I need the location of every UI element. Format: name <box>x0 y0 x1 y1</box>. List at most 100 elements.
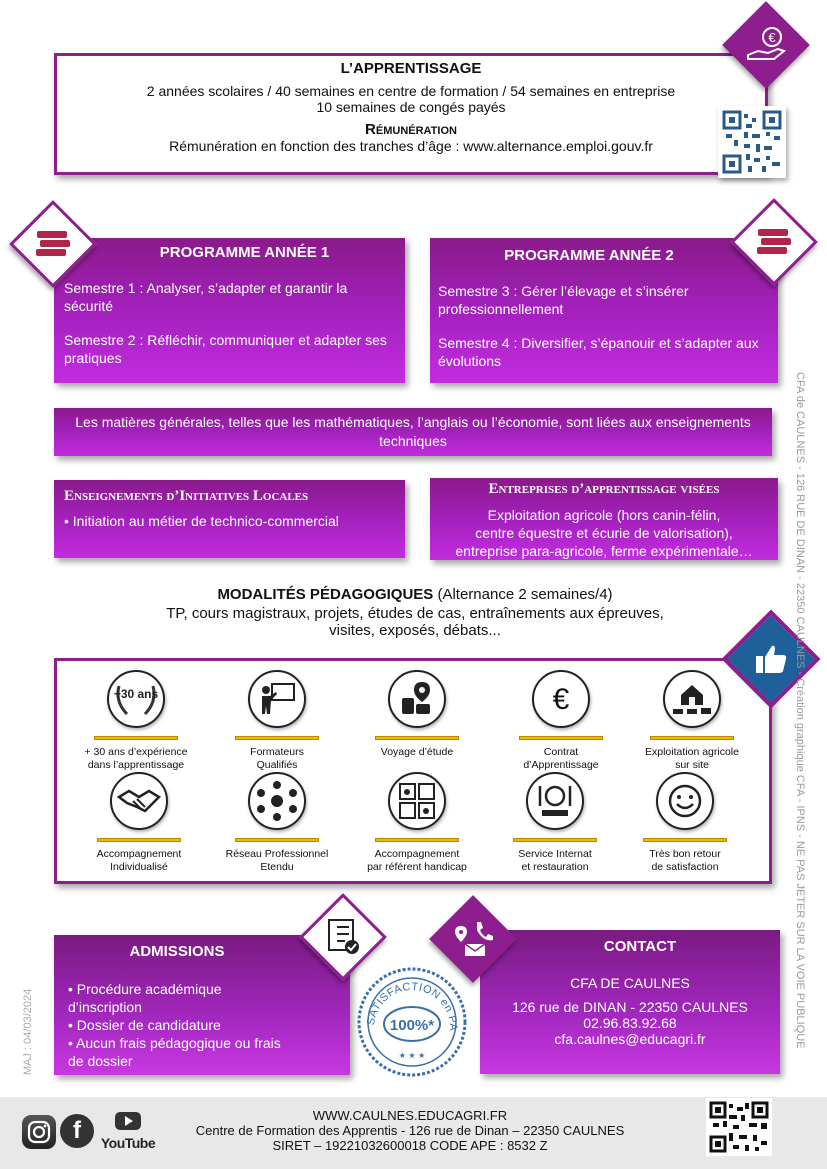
feature-reseau: Réseau Professionnel Etendu <box>212 772 342 874</box>
initiatives-item: • Initiation au métier de technico-comme… <box>64 513 339 529</box>
euro-symbol: € <box>552 682 570 716</box>
qr-code-footer[interactable] <box>706 1098 772 1156</box>
maj-text: MAJ : 04/03/2024 <box>22 988 34 1075</box>
entreprises-title: Entreprises d’apprentissage visées <box>488 481 720 497</box>
satisfaction-seal: SATISFACTION en PA en 2024 100%* ★ ★ ★ <box>353 957 468 1078</box>
thumbs-up-icon <box>740 628 802 690</box>
feature-label: Accompagnement <box>374 848 460 860</box>
feature-label: Etendu <box>260 861 294 873</box>
handshake-icon <box>110 772 168 830</box>
feature-satisfaction: Très bon retour de satisfaction <box>620 772 750 874</box>
entreprises-text-3: entreprise para-agricole, ferme expérime… <box>455 543 753 559</box>
farm-icon <box>663 670 721 728</box>
feature-label: de satisfaction <box>651 861 719 873</box>
entreprises-text-1: Exploitation agricole (hors canin-félin, <box>487 507 721 523</box>
apprentissage-line1: 2 années scolaires / 40 semaines en cent… <box>146 83 676 99</box>
contact-name: CFA DE CAULNES <box>570 975 690 991</box>
modalites-line2: visites, exposés, débats... <box>329 622 501 639</box>
feature-label: Exploitation agricole <box>645 746 739 758</box>
apprentissage-title: L’APPRENTISSAGE <box>340 60 482 77</box>
feature-formateurs: Formateurs Qualifiés <box>212 670 342 772</box>
programme-2-title: PROGRAMME ANNÉE 2 <box>504 247 674 264</box>
modalites-title: MODALITÉS PÉDAGOGIQUES <box>217 586 434 603</box>
modalites-line1: TP, cours magistraux, projets, études de… <box>166 605 664 622</box>
programme-annee-2: PROGRAMME ANNÉE 2 Semestre 3 : Gérer l’é… <box>430 238 778 383</box>
admissions-box: ADMISSIONS • Procédure académique d’insc… <box>54 935 350 1075</box>
programme-annee-1: PROGRAMME ANNÉE 1 Semestre 1 : Analyser,… <box>54 238 405 383</box>
qr-code-top[interactable] <box>718 106 786 178</box>
matieres-generales: Les matières générales, telles que les m… <box>54 408 772 456</box>
euro-icon: € <box>532 670 590 728</box>
programme-1-title: PROGRAMME ANNÉE 1 <box>159 244 330 261</box>
feature-label: Voyage d’étude <box>380 746 454 758</box>
feature-badge-30: +30 ans <box>114 687 159 701</box>
programme-2-semestre-4: Semestre 4 : Diversifier, s’épanouir et … <box>438 335 759 369</box>
apprentissage-box: L’APPRENTISSAGE 2 années scolaires / 40 … <box>54 53 768 175</box>
feature-contrat: € Contrat d’Apprentissage <box>496 670 626 772</box>
youtube-icon[interactable]: YouTube <box>100 1112 156 1154</box>
books-icon <box>22 213 84 275</box>
smiley-icon <box>656 772 714 830</box>
apprentissage-line2: 10 semaines de congés payés <box>316 99 506 115</box>
feature-experience: +30 ans + 30 ans d’expérience dans l’app… <box>71 670 201 772</box>
admissions-item3a: • Aucun frais pédagogique ou frais <box>68 1035 281 1051</box>
feature-label: Qualifiés <box>256 759 298 771</box>
modalites-subtitle: (Alternance 2 semaines/4) <box>437 586 613 603</box>
admissions-item1b: d’inscription <box>68 999 142 1015</box>
maj-date: MAJ : 04/03/2024 <box>22 945 38 1075</box>
footer-line2: Centre de Formation des Apprentis - 126 … <box>195 1123 625 1138</box>
feature-label: sur site <box>675 759 709 771</box>
admissions-item3b: de dossier <box>68 1053 133 1069</box>
matieres-text: Les matières générales, telles que les m… <box>75 414 751 449</box>
svg-text:€: € <box>768 30 776 45</box>
luggage-location-icon <box>388 670 446 728</box>
feature-label: Accompagnement <box>96 848 182 860</box>
feature-handicap: Accompagnement par référent handicap <box>352 772 482 874</box>
remuneration-text: Rémunération en fonction des tranches d’… <box>169 138 653 154</box>
feature-label: et restauration <box>521 861 589 873</box>
instagram-icon[interactable] <box>22 1115 56 1149</box>
admissions-item2: • Dossier de candidature <box>68 1017 221 1033</box>
dining-bed-icon <box>526 772 584 830</box>
admissions-title: ADMISSIONS <box>129 943 225 960</box>
feature-label: Réseau Professionnel <box>225 848 329 860</box>
accessibility-icon <box>388 772 446 830</box>
laurel-30-years-icon: +30 ans <box>107 670 165 728</box>
feature-label: Très bon retour <box>649 848 721 860</box>
teacher-board-icon <box>248 670 306 728</box>
footer-line3: SIRET – 19221032600018 CODE APE : 8532 Z <box>272 1138 548 1153</box>
footer-bar <box>0 1097 827 1169</box>
feature-label: Individualisé <box>110 861 168 873</box>
feature-voyage: Voyage d’étude <box>352 670 482 759</box>
feature-label: par référent handicap <box>367 861 467 873</box>
feature-label: + 30 ans d’expérience <box>84 746 188 758</box>
feature-label: dans l’apprentissage <box>87 759 185 771</box>
facebook-icon[interactable]: f <box>60 1114 94 1148</box>
footer-website[interactable]: WWW.CAULNES.EDUCAGRI.FR <box>312 1108 508 1123</box>
phone-mail-location-icon <box>442 908 504 970</box>
initiatives-locales: Enseignements d’Initiatives Locales • In… <box>54 480 405 558</box>
feature-label: d’Apprentissage <box>523 759 599 771</box>
contact-phone[interactable]: 02.96.83.92.68 <box>583 1015 677 1031</box>
programme-2-semestre-3: Semestre 3 : Gérer l’élevage et s’insére… <box>438 283 689 317</box>
feature-internat: Service Internat et restauration <box>490 772 620 874</box>
programme-1-semestre-2: Semestre 2 : Réfléchir, communiquer et a… <box>64 332 387 366</box>
contact-address: 126 rue de DINAN - 22350 CAULNES <box>512 999 748 1015</box>
feature-label: Formateurs <box>250 746 304 758</box>
books-icon <box>743 211 805 273</box>
contact-title: CONTACT <box>603 938 677 955</box>
side-text: CFA de CAULNES - 126 RUE DE DINAN - 2235… <box>794 372 806 1049</box>
checklist-icon <box>312 906 374 968</box>
youtube-label: YouTube <box>100 1135 156 1151</box>
seal-stars: ★ ★ ★ <box>399 1051 426 1060</box>
entreprises-text-2: centre équestre et écurie de valorisatio… <box>475 525 733 541</box>
contact-email[interactable]: cfa.caulnes@educagri.fr <box>554 1031 706 1047</box>
contact-box: CONTACT CFA DE CAULNES 126 rue de DINAN … <box>480 930 780 1074</box>
admissions-item1a: • Procédure académique <box>68 981 222 997</box>
modalites-pedagogiques: MODALITÉS PÉDAGOGIQUES (Alternance 2 sem… <box>60 586 770 639</box>
euro-hand-icon: € <box>735 14 797 76</box>
initiatives-title: Enseignements d’Initiatives Locales <box>64 488 309 504</box>
programme-1-semestre-1: Semestre 1 : Analyser, s’adapter et gara… <box>64 280 348 314</box>
entreprises-visees: Entreprises d’apprentissage visées Explo… <box>430 478 778 560</box>
feature-label: Service Internat <box>518 848 592 860</box>
